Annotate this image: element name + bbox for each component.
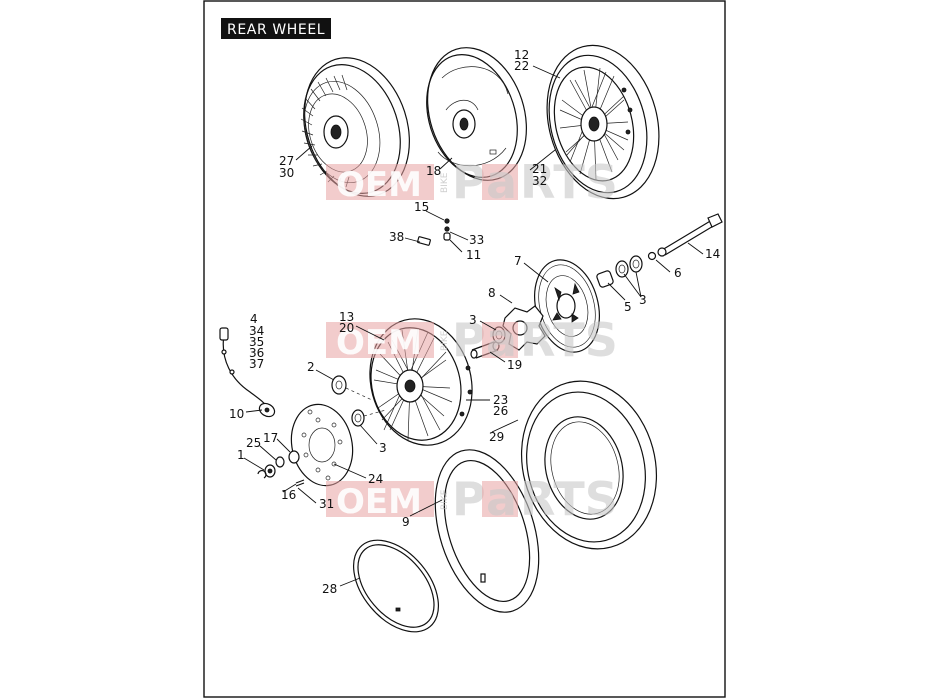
rear-axle [647,213,723,261]
callout-12: 12 [514,48,529,62]
callout-3-low: 3 [379,441,387,455]
callout-35: 35 [249,335,264,349]
callout-29: 29 [489,430,504,444]
callout-27: 27 [279,154,294,168]
svg-text:BIKE: BIKE [440,330,450,351]
callout-17: 17 [263,431,278,445]
title-banner: REAR WHEEL [221,18,331,39]
cast-solid-wheel [426,47,527,181]
rear-tire [520,380,658,550]
callout-28: 28 [322,582,337,596]
callout-32: 32 [532,174,547,188]
callout-3-top: 3 [639,293,647,307]
watermark-bottom: OEM BIKE P a RTS [326,472,618,526]
callout-5: 5 [624,300,632,314]
callout-36: 36 [249,346,264,360]
svg-text:OEM: OEM [336,165,422,205]
callout-11: 11 [466,248,481,262]
svg-text:P: P [452,313,486,367]
callout-33: 33 [469,233,484,247]
drive-belt [352,539,440,633]
svg-text:BIKE: BIKE [440,489,450,510]
watermark-top: OEM BIKE P a RTS [326,155,618,209]
callout-30: 30 [279,166,294,180]
disc-hardware [257,450,305,487]
wheel-speed-sensor [219,327,276,418]
callout-3-mid: 3 [469,313,477,327]
watermark-middle: OEM BIKE P a RTS [326,313,618,367]
callout-37: 37 [249,357,264,371]
callout-25: 25 [246,436,261,450]
svg-text:RTS: RTS [520,155,618,209]
svg-text:P: P [452,155,486,209]
callout-19: 19 [507,358,522,372]
callout-10: 10 [229,407,244,421]
diagram-frame [203,0,726,698]
diagram-title: REAR WHEEL [227,22,325,38]
svg-text:OEM: OEM [336,482,422,522]
brake-disc [290,403,354,487]
callout-9: 9 [402,515,410,529]
inner-tube [434,449,540,613]
callout-4: 4 [250,312,258,326]
callout-23: 23 [493,393,508,407]
callout-38: 38 [389,230,404,244]
svg-text:BIKE: BIKE [440,172,450,193]
callout-15: 15 [414,200,429,214]
laced-wheel-with-tire [546,44,660,200]
callout-labels: 12 22 27 30 18 21 32 15 33 38 11 14 7 6 … [229,48,720,596]
callout-13: 13 [339,310,354,324]
callout-16: 16 [281,488,296,502]
callout-8: 8 [488,286,496,300]
svg-text:a: a [486,313,517,367]
callout-34: 34 [249,324,264,338]
svg-text:OEM: OEM [336,323,422,363]
svg-text:a: a [486,472,517,526]
valve-stem-parts [417,218,451,246]
rear-sprocket [534,259,600,353]
svg-text:RTS: RTS [520,472,618,526]
callout-31: 31 [319,497,334,511]
hub-bearings-right [596,255,643,288]
callout-20: 20 [339,321,354,335]
callout-2: 2 [307,360,315,374]
leader-lines [243,65,704,587]
svg-text:a: a [486,155,517,209]
callout-22: 22 [514,59,529,73]
callout-18: 18 [426,164,441,178]
svg-text:RTS: RTS [520,313,618,367]
callout-14: 14 [705,247,720,261]
svg-text:P: P [452,472,486,526]
callout-21: 21 [532,162,547,176]
callout-7: 7 [514,254,522,268]
callout-1: 1 [237,448,245,462]
callout-26: 26 [493,404,508,418]
callout-6: 6 [674,266,682,280]
hub-bearings-left [331,375,387,427]
callout-24: 24 [368,472,383,486]
